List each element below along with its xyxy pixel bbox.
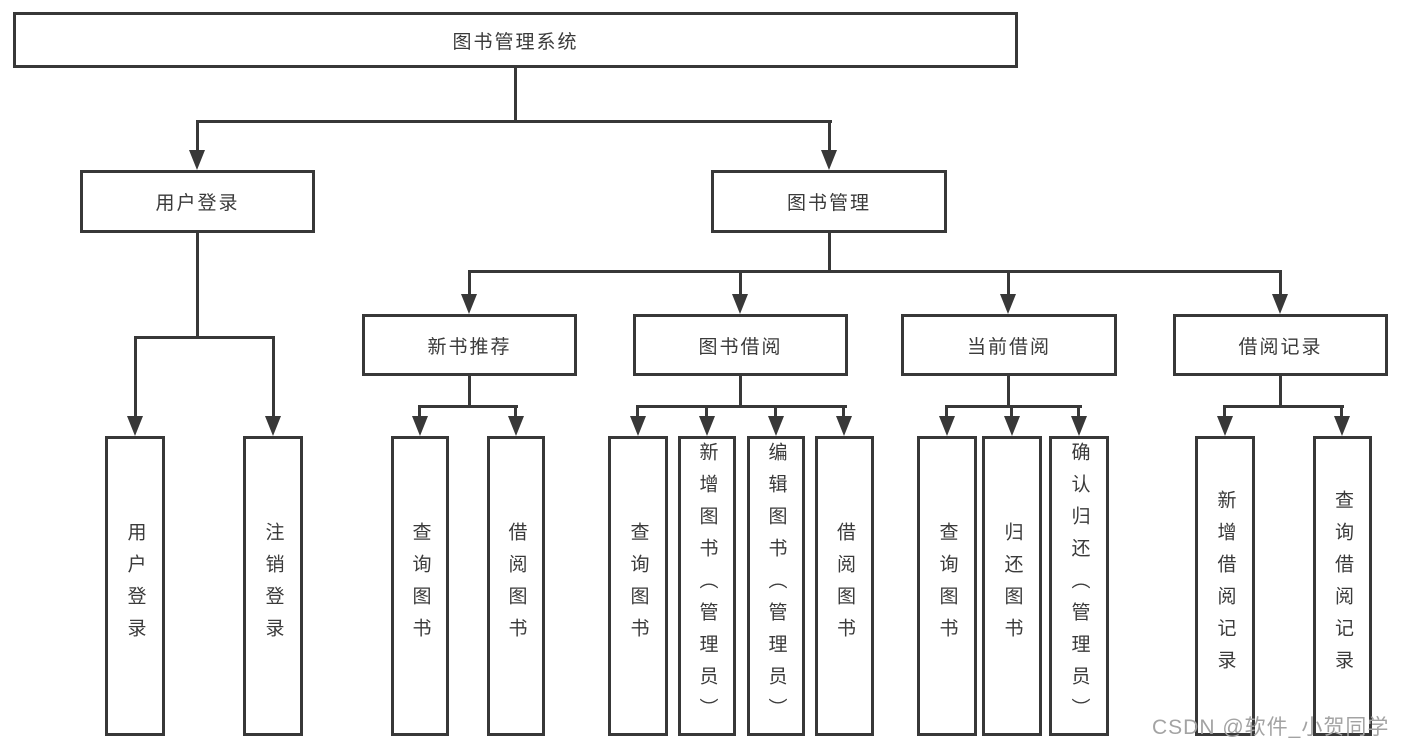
connector-line bbox=[945, 405, 948, 416]
arrowhead bbox=[699, 416, 715, 436]
connector-line bbox=[1223, 405, 1344, 408]
leaf-query-books-recommend: 查询图书 bbox=[391, 436, 449, 736]
connector-line bbox=[196, 120, 832, 123]
connector-line bbox=[1077, 405, 1080, 416]
leaf-add-books-admin: 新增图书（管理员） bbox=[678, 436, 736, 736]
connector-line bbox=[828, 232, 831, 270]
arrowhead bbox=[1004, 416, 1020, 436]
arrowhead bbox=[630, 416, 646, 436]
connector-line bbox=[134, 336, 275, 339]
leaf-logout: 注销登录 bbox=[243, 436, 303, 736]
connector-line bbox=[1007, 270, 1010, 294]
connector-line bbox=[418, 405, 518, 408]
arrowhead bbox=[1217, 416, 1233, 436]
leaf-confirm-return-admin: 确认归还（管理员） bbox=[1049, 436, 1109, 736]
connector-line bbox=[272, 336, 275, 416]
connector-line bbox=[468, 270, 1282, 273]
connector-line bbox=[636, 405, 847, 408]
connector-line bbox=[468, 376, 471, 408]
connector-line bbox=[945, 405, 1082, 408]
arrowhead bbox=[265, 416, 281, 436]
connector-line bbox=[134, 336, 137, 416]
connector-line bbox=[705, 405, 708, 416]
connector-line bbox=[196, 120, 199, 150]
connector-line bbox=[196, 232, 199, 336]
connector-line bbox=[514, 67, 517, 123]
leaf-return-books: 归还图书 bbox=[982, 436, 1042, 736]
connector-line bbox=[636, 405, 639, 416]
node-current-borrowing: 当前借阅 bbox=[901, 314, 1117, 376]
arrowhead bbox=[836, 416, 852, 436]
arrowhead bbox=[461, 294, 477, 314]
connector-line bbox=[1279, 270, 1282, 294]
arrowhead bbox=[189, 150, 205, 170]
connector-line bbox=[468, 270, 471, 294]
connector-line bbox=[1010, 405, 1013, 416]
connector-line bbox=[774, 405, 777, 416]
node-new-book-recommend: 新书推荐 bbox=[362, 314, 577, 376]
leaf-borrow-books-borrowing: 借阅图书 bbox=[815, 436, 874, 736]
node-user-login: 用户登录 bbox=[80, 170, 315, 233]
node-book-management: 图书管理 bbox=[711, 170, 947, 233]
leaf-user-login: 用户登录 bbox=[105, 436, 165, 736]
connector-line bbox=[1279, 376, 1282, 408]
connector-line bbox=[842, 405, 845, 416]
arrowhead bbox=[1272, 294, 1288, 314]
leaf-add-borrow-record: 新增借阅记录 bbox=[1195, 436, 1255, 736]
connector-line bbox=[1340, 405, 1343, 416]
leaf-query-books-current: 查询图书 bbox=[917, 436, 977, 736]
leaf-query-books-borrowing: 查询图书 bbox=[608, 436, 668, 736]
arrowhead bbox=[821, 150, 837, 170]
connector-line bbox=[828, 120, 831, 150]
connector-line bbox=[739, 376, 742, 408]
arrowhead bbox=[1071, 416, 1087, 436]
connector-line bbox=[739, 270, 742, 294]
connector-line bbox=[1223, 405, 1226, 416]
arrowhead bbox=[939, 416, 955, 436]
arrowhead bbox=[127, 416, 143, 436]
node-book-borrowing: 图书借阅 bbox=[633, 314, 848, 376]
leaf-borrow-books-recommend: 借阅图书 bbox=[487, 436, 545, 736]
leaf-query-borrow-record: 查询借阅记录 bbox=[1313, 436, 1372, 736]
arrowhead bbox=[1000, 294, 1016, 314]
arrowhead bbox=[768, 416, 784, 436]
node-borrowing-records: 借阅记录 bbox=[1173, 314, 1388, 376]
arrowhead bbox=[412, 416, 428, 436]
leaf-edit-books-admin: 编辑图书（管理员） bbox=[747, 436, 805, 736]
connector-line bbox=[418, 405, 421, 416]
watermark: CSDN @软件_小贺同学 bbox=[1152, 716, 1390, 739]
arrowhead bbox=[508, 416, 524, 436]
connector-line bbox=[514, 405, 517, 416]
arrowhead bbox=[732, 294, 748, 314]
node-book-management-system: 图书管理系统 bbox=[13, 12, 1018, 68]
connector-line bbox=[1007, 376, 1010, 408]
arrowhead bbox=[1334, 416, 1350, 436]
